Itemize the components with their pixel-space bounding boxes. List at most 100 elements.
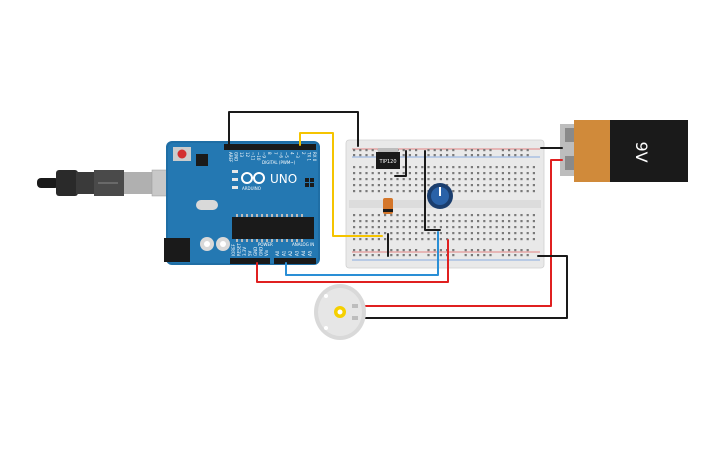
breadboard-hole[interactable] (464, 166, 467, 169)
breadboard-hole[interactable] (501, 214, 504, 217)
breadboard-hole[interactable] (458, 166, 461, 169)
breadboard-hole[interactable] (390, 238, 393, 241)
breadboard-hole[interactable] (353, 149, 356, 152)
breadboard-hole[interactable] (377, 178, 380, 181)
breadboard-hole[interactable] (402, 149, 405, 152)
breadboard-hole[interactable] (470, 226, 473, 229)
breadboard-hole[interactable] (408, 214, 411, 217)
breadboard-hole[interactable] (508, 154, 511, 157)
breadboard-hole[interactable] (439, 232, 442, 235)
breadboard-hole[interactable] (390, 249, 393, 252)
breadboard-hole[interactable] (483, 220, 486, 223)
battery-9v[interactable]: 9V (560, 120, 688, 182)
breadboard-hole[interactable] (402, 254, 405, 257)
breadboard-hole[interactable] (390, 178, 393, 181)
breadboard-hole[interactable] (402, 178, 405, 181)
breadboard-hole[interactable] (421, 238, 424, 241)
breadboard-hole[interactable] (377, 238, 380, 241)
breadboard-hole[interactable] (514, 184, 517, 187)
breadboard-hole[interactable] (415, 178, 418, 181)
breadboard-hole[interactable] (464, 184, 467, 187)
breadboard-hole[interactable] (365, 184, 368, 187)
breadboard-hole[interactable] (446, 226, 449, 229)
breadboard-hole[interactable] (489, 166, 492, 169)
breadboard-hole[interactable] (508, 238, 511, 241)
breadboard-hole[interactable] (501, 232, 504, 235)
breadboard-hole[interactable] (408, 149, 411, 152)
tip120-transistor[interactable]: TIP120 (376, 148, 400, 169)
breadboard-hole[interactable] (371, 232, 374, 235)
breadboard-hole[interactable] (470, 184, 473, 187)
breadboard-hole[interactable] (365, 154, 368, 157)
breadboard-hole[interactable] (365, 232, 368, 235)
breadboard-hole[interactable] (446, 220, 449, 223)
breadboard-hole[interactable] (470, 172, 473, 175)
breadboard-hole[interactable] (501, 166, 504, 169)
breadboard-hole[interactable] (371, 172, 374, 175)
breadboard-hole[interactable] (446, 238, 449, 241)
breadboard-hole[interactable] (452, 184, 455, 187)
breadboard-hole[interactable] (501, 254, 504, 257)
breadboard-hole[interactable] (464, 149, 467, 152)
breadboard-hole[interactable] (464, 190, 467, 193)
breadboard-hole[interactable] (371, 149, 374, 152)
breadboard-hole[interactable] (353, 238, 356, 241)
breadboard-hole[interactable] (353, 178, 356, 181)
dc-motor[interactable] (314, 284, 366, 340)
breadboard-hole[interactable] (427, 149, 430, 152)
breadboard-hole[interactable] (520, 214, 523, 217)
breadboard-hole[interactable] (353, 254, 356, 257)
breadboard-hole[interactable] (365, 178, 368, 181)
breadboard-hole[interactable] (532, 166, 535, 169)
breadboard-hole[interactable] (446, 184, 449, 187)
breadboard-hole[interactable] (353, 154, 356, 157)
breadboard-hole[interactable] (458, 178, 461, 181)
breadboard-hole[interactable] (421, 232, 424, 235)
breadboard-hole[interactable] (514, 149, 517, 152)
breadboard-hole[interactable] (365, 238, 368, 241)
breadboard-hole[interactable] (495, 172, 498, 175)
breadboard-hole[interactable] (452, 238, 455, 241)
breadboard-hole[interactable] (427, 249, 430, 252)
breadboard-hole[interactable] (427, 214, 430, 217)
breadboard-hole[interactable] (464, 254, 467, 257)
breadboard-hole[interactable] (526, 190, 529, 193)
breadboard-hole[interactable] (458, 172, 461, 175)
breadboard-hole[interactable] (458, 220, 461, 223)
breadboard-hole[interactable] (396, 226, 399, 229)
breadboard-hole[interactable] (501, 249, 504, 252)
breadboard-hole[interactable] (526, 220, 529, 223)
breadboard-hole[interactable] (377, 184, 380, 187)
wire-blue-analog[interactable] (285, 231, 439, 276)
breadboard-hole[interactable] (520, 184, 523, 187)
breadboard-hole[interactable] (353, 214, 356, 217)
breadboard-hole[interactable] (514, 220, 517, 223)
breadboard-hole[interactable] (433, 154, 436, 157)
breadboard-hole[interactable] (359, 249, 362, 252)
breadboard-hole[interactable] (384, 184, 387, 187)
breadboard-hole[interactable] (353, 190, 356, 193)
breadboard-hole[interactable] (408, 154, 411, 157)
breadboard-hole[interactable] (526, 214, 529, 217)
breadboard-hole[interactable] (390, 172, 393, 175)
breadboard-hole[interactable] (359, 178, 362, 181)
breadboard-hole[interactable] (514, 172, 517, 175)
breadboard-hole[interactable] (452, 226, 455, 229)
breadboard-hole[interactable] (520, 154, 523, 157)
breadboard-hole[interactable] (390, 184, 393, 187)
breadboard-hole[interactable] (477, 226, 480, 229)
breadboard-hole[interactable] (390, 232, 393, 235)
breadboard-hole[interactable] (365, 249, 368, 252)
wire-black-internal-1[interactable] (394, 150, 407, 177)
breadboard-hole[interactable] (415, 172, 418, 175)
breadboard-hole[interactable] (458, 238, 461, 241)
breadboard-hole[interactable] (489, 184, 492, 187)
breadboard-hole[interactable] (514, 232, 517, 235)
breadboard-hole[interactable] (477, 149, 480, 152)
breadboard-hole[interactable] (396, 184, 399, 187)
breadboard-hole[interactable] (415, 154, 418, 157)
breadboard-hole[interactable] (483, 166, 486, 169)
breadboard-hole[interactable] (495, 190, 498, 193)
breadboard-hole[interactable] (384, 232, 387, 235)
